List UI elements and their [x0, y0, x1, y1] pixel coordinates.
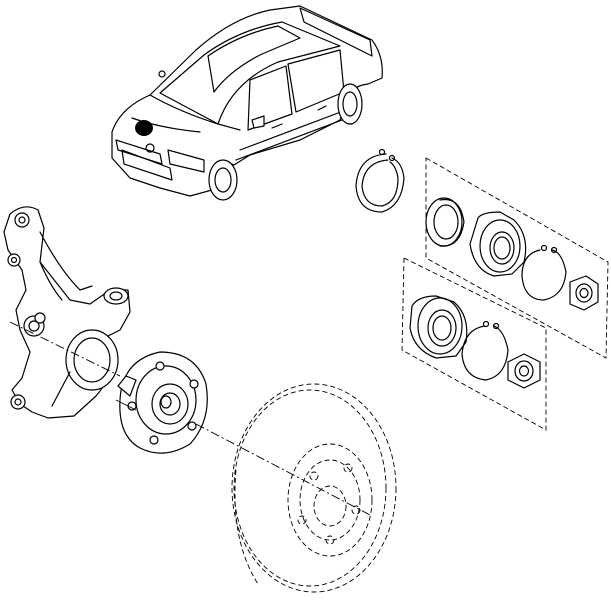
circlip-upper [355, 148, 405, 213]
steering-knuckle [3, 206, 131, 419]
brake-disc [231, 383, 397, 593]
assembly-axis [9, 321, 373, 517]
vehicle-illustration [111, 5, 383, 201]
bearing-kit-lower [401, 257, 547, 431]
bearing-kit-upper [425, 157, 609, 359]
wheel-hub [117, 351, 208, 454]
